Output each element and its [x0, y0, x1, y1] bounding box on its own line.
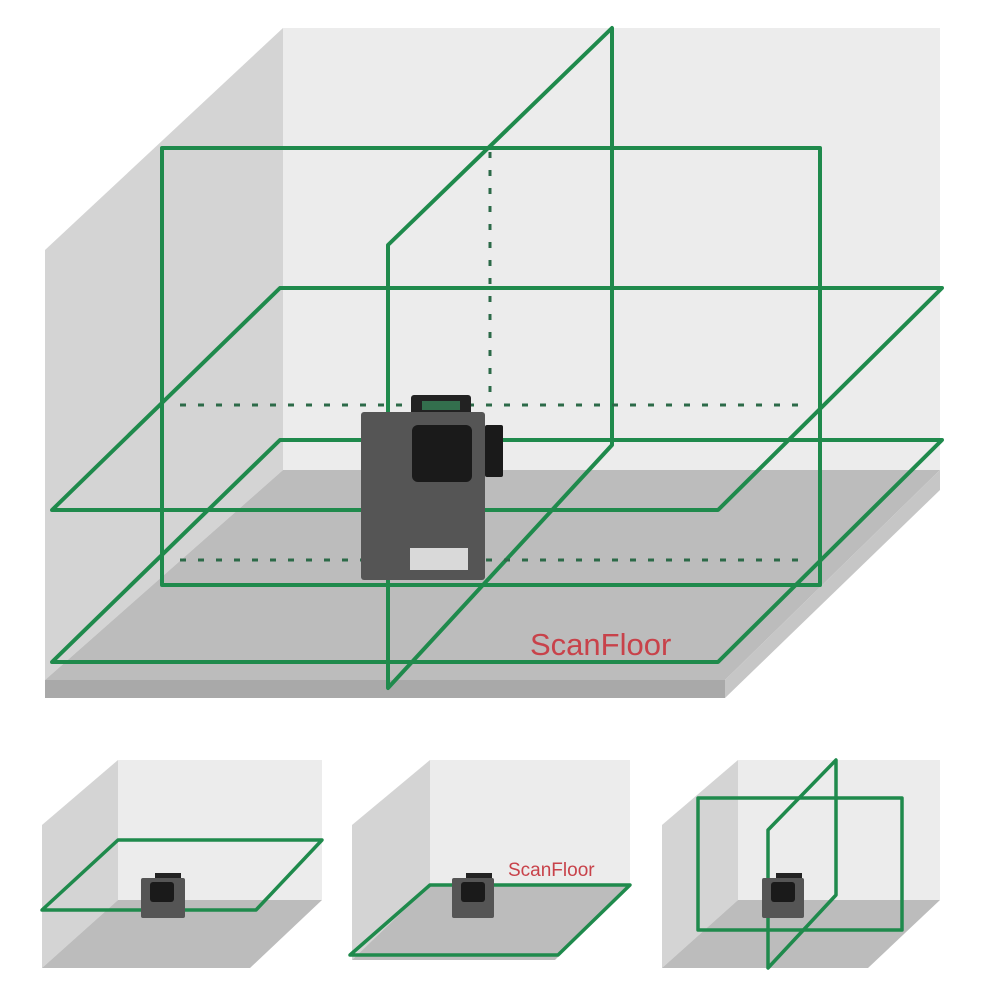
room-box: [45, 28, 940, 698]
device-front-window: [461, 882, 485, 902]
device-top-cap: [776, 873, 802, 881]
main-scene: ScanFloor: [45, 26, 944, 698]
device-top-cap: [155, 873, 181, 881]
horizontal-laser-plane: [348, 883, 632, 957]
device-top-window: [422, 401, 460, 410]
laser-level-device: [361, 395, 503, 580]
left-wall: [352, 760, 430, 960]
floor-front-edge: [45, 680, 725, 698]
left-wall: [662, 760, 738, 968]
laser-lines: [50, 26, 944, 690]
front-vertical-laser-plane: [160, 146, 822, 587]
device-label-plate: [410, 548, 468, 570]
floor: [352, 885, 630, 960]
small-scene-cross-vertical: [662, 758, 940, 970]
back-wall: [430, 760, 630, 885]
side-vertical-laser-plane: [386, 26, 614, 690]
small-scene-floor-plane: [40, 760, 324, 968]
floor-right-edge: [725, 470, 940, 698]
laser-level-device: [141, 873, 185, 918]
device-side-window: [485, 425, 503, 477]
front-vertical-laser-plane: [696, 796, 904, 932]
left-wall: [42, 760, 118, 968]
device-front-window: [150, 882, 174, 902]
device-top-cap: [466, 873, 492, 881]
back-wall: [118, 760, 322, 900]
back-wall: [738, 760, 940, 900]
upper-horizontal-laser-plane: [50, 286, 944, 512]
lower-horizontal-laser-plane: [50, 438, 944, 664]
floor: [42, 900, 322, 968]
floor-label: ScanFloor: [530, 627, 671, 662]
horizontal-laser-plane: [40, 838, 324, 912]
side-vertical-laser-plane: [766, 758, 838, 970]
floor-label: ScanFloor: [508, 860, 595, 881]
device-front-window: [771, 882, 795, 902]
laser-level-device: [762, 873, 804, 918]
device-front-window: [412, 425, 472, 482]
laser-level-device: [452, 873, 494, 918]
small-scene-scan-floor: ScanFloor: [348, 760, 632, 960]
